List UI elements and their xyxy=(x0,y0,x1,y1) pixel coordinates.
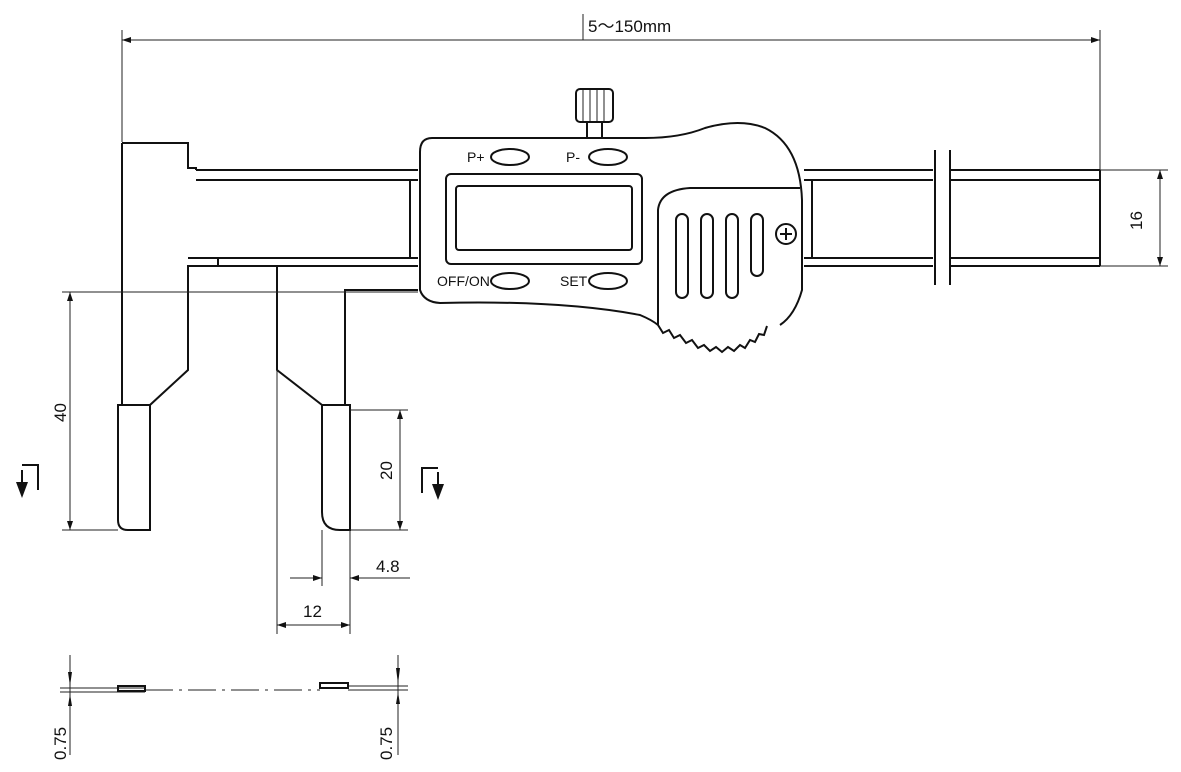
tip-width-dimension: 4.8 xyxy=(290,530,410,586)
svg-text:40: 40 xyxy=(51,403,70,422)
grip-slot xyxy=(750,213,764,277)
p-plus-button[interactable]: P+ xyxy=(467,148,530,166)
svg-text:4.8: 4.8 xyxy=(376,557,400,576)
range-label: 5～150mm xyxy=(588,17,671,36)
svg-text:20: 20 xyxy=(377,461,396,480)
svg-text:12: 12 xyxy=(303,602,322,621)
moving-jaw xyxy=(276,266,418,531)
section-marker-left xyxy=(16,464,39,498)
grip-slot xyxy=(725,213,739,299)
off-on-button[interactable]: OFF/ON xyxy=(437,272,530,290)
beam-height-dimension: 16 xyxy=(1100,169,1168,267)
svg-text:OFF/ON: OFF/ON xyxy=(437,273,490,289)
lcd-display xyxy=(455,185,633,251)
beam xyxy=(196,150,1101,285)
display-body xyxy=(419,88,803,354)
fixed-jaw xyxy=(117,142,219,531)
tip-length-dimension: 20 xyxy=(350,409,408,531)
jaw-length-dimension: 40 xyxy=(51,291,418,531)
svg-text:P-: P- xyxy=(566,149,580,165)
thickness-left-label: 0.75 xyxy=(51,727,70,760)
screw-icon xyxy=(775,223,797,245)
p-minus-button[interactable]: P- xyxy=(566,148,628,166)
grip-slot xyxy=(700,213,714,299)
break-mark xyxy=(933,150,951,285)
section-marker-right xyxy=(421,467,444,500)
svg-text:P+: P+ xyxy=(467,149,485,165)
jaw-width-dimension: 12 xyxy=(276,370,351,634)
set-button[interactable]: SET xyxy=(560,272,628,290)
range-dimension: 5～150mm xyxy=(121,14,1101,170)
jaw-tip-section xyxy=(319,682,349,689)
grip-slot xyxy=(675,213,689,299)
thickness-view: 0.75 0.75 xyxy=(51,655,408,760)
thumb-knob[interactable] xyxy=(575,88,614,139)
svg-text:16: 16 xyxy=(1127,211,1146,230)
thickness-right-label: 0.75 xyxy=(377,727,396,760)
jaw-tip-section xyxy=(117,685,146,692)
svg-text:SET: SET xyxy=(560,273,588,289)
